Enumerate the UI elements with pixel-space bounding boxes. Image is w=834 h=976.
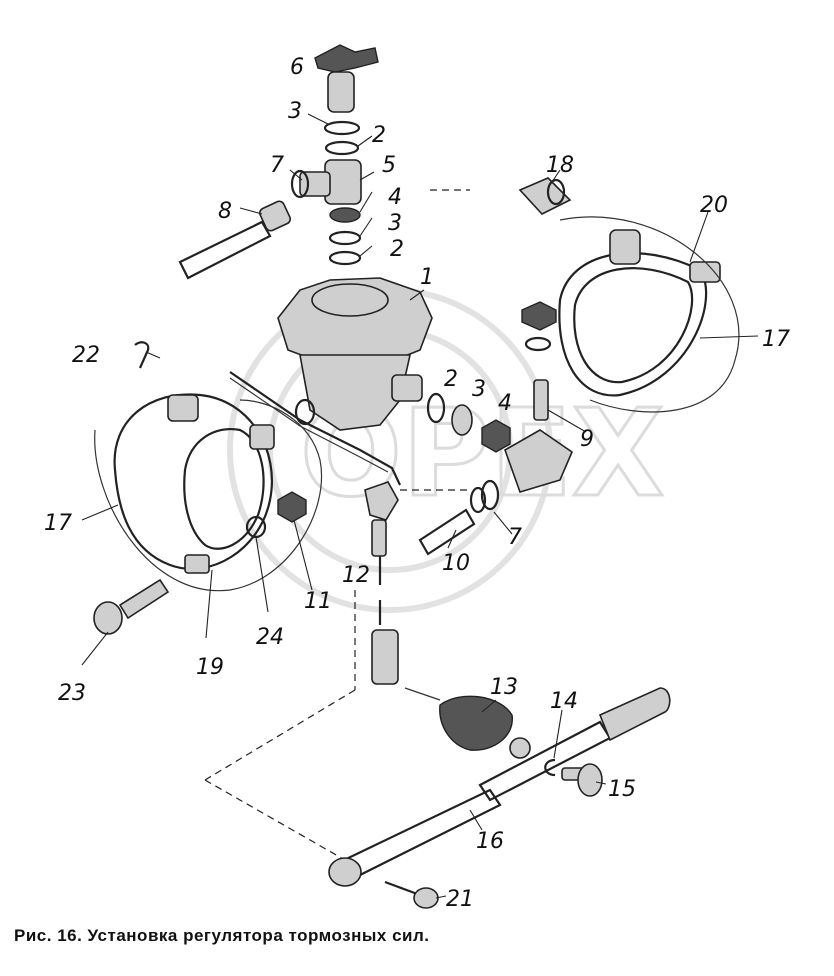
part-8-pipe: [178, 200, 292, 280]
callout-4-right: 4: [498, 391, 512, 416]
callout-3-upper: 3: [288, 99, 302, 124]
part-16-lever: [328, 687, 671, 887]
part-19-left-clamp: [94, 393, 322, 592]
callout-8: 8: [218, 199, 232, 224]
callout-20: 20: [700, 193, 728, 218]
part-9-bolt: [521, 301, 557, 421]
callout-2-right: 2: [444, 367, 458, 392]
callout-10: 10: [442, 551, 470, 576]
part-20-right-clamp: [558, 216, 740, 413]
part-14-circlip: [544, 758, 556, 777]
callout-17-right: 17: [762, 327, 790, 352]
callout-6: 6: [290, 55, 304, 80]
exploded-assembly-diagram: OPEX: [44, 44, 790, 912]
callout-5: 5: [382, 153, 396, 178]
callout-24: 24: [256, 625, 284, 650]
part-21-pin: [384, 880, 439, 909]
callout-18: 18: [546, 153, 574, 178]
part-23-bolt: [93, 578, 170, 635]
part-15-bolt: [561, 763, 603, 797]
callout-16: 16: [476, 829, 504, 854]
part-1-regulator-body: [277, 277, 433, 431]
callout-3-right: 3: [472, 377, 486, 402]
figure-caption: Рис. 16. Установка регулятора тормозных …: [14, 926, 430, 945]
callout-19: 19: [196, 655, 224, 680]
callout-9: 9: [580, 427, 594, 452]
callout-2-upper: 2: [372, 123, 386, 148]
part-6-handle: [314, 44, 379, 113]
part-12-link: [364, 481, 399, 685]
right-rings: [426, 392, 511, 453]
callout-4-middle: 4: [388, 185, 402, 210]
callout-14: 14: [550, 689, 578, 714]
callout-13: 13: [490, 675, 518, 700]
callout-7-lower: 7: [508, 525, 522, 550]
callout-7-upper: 7: [270, 153, 284, 178]
callout-3-middle: 3: [388, 211, 402, 236]
right-elbow-fitting: [469, 429, 573, 514]
upper-rings: [323, 120, 361, 156]
brake-tubing: [229, 371, 401, 486]
part-18-bushing: [518, 177, 572, 215]
leader-lines: [81, 113, 759, 899]
part-10-pipe: [418, 508, 476, 556]
part-22-cotter-pin: [134, 341, 150, 369]
assembly-lines: [204, 189, 470, 861]
part-11-nut: [245, 491, 307, 539]
part-13-rubber-boot: [404, 687, 513, 751]
callout-21: 21: [446, 887, 474, 912]
callout-22: 22: [72, 343, 100, 368]
callout-2-middle: 2: [390, 237, 404, 262]
callout-1: 1: [420, 265, 434, 290]
callout-12: 12: [342, 563, 370, 588]
middle-rings: [328, 207, 362, 266]
callout-23: 23: [58, 681, 86, 706]
callout-15: 15: [608, 777, 636, 802]
part-5-tee-fitting: [290, 159, 362, 205]
callout-17-left: 17: [44, 511, 72, 536]
callout-labels: 1 2 2 2 3 3 3 4 4 5 6 7 7 8 9 10 11 12 1…: [44, 55, 790, 912]
callout-11: 11: [304, 589, 332, 614]
